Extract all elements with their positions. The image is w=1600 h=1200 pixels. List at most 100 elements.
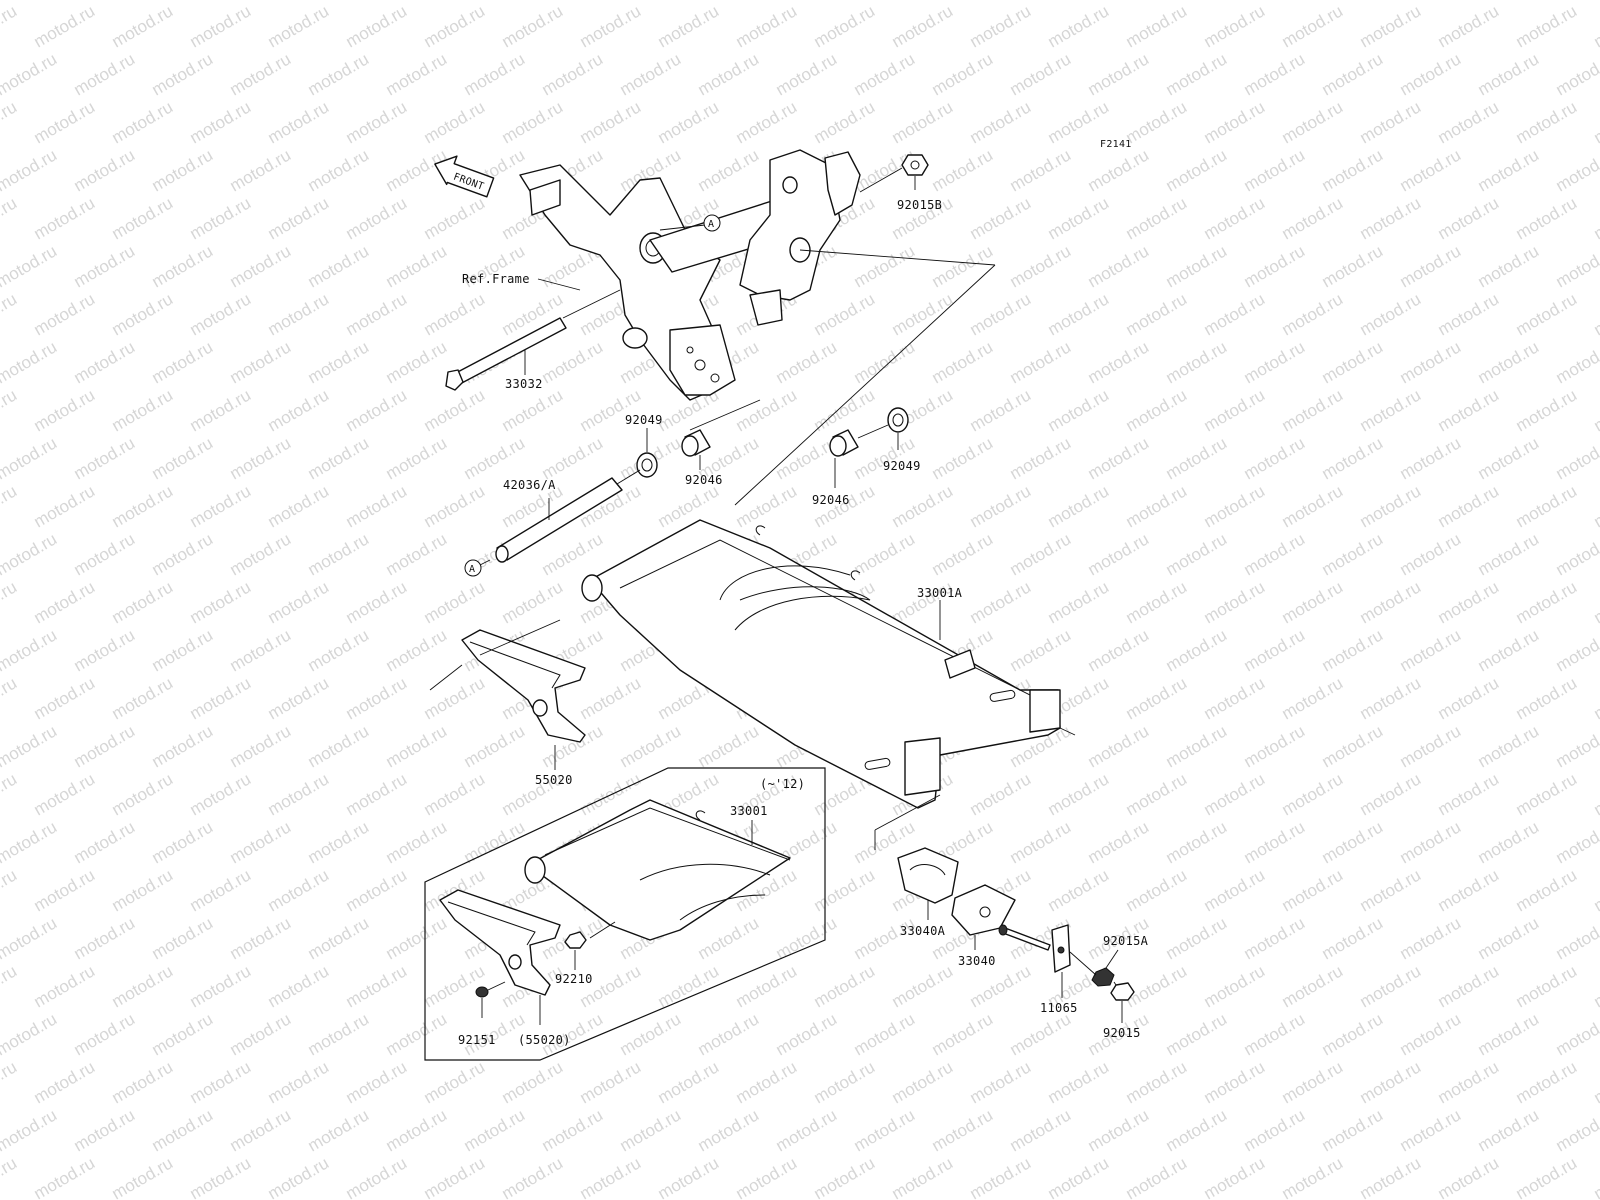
watermark-text: motod.ru [1513,577,1581,627]
label-33040: 33040 [958,954,996,968]
watermark-text: motod.ru [149,817,217,867]
watermark-text: motod.ru [1591,193,1600,243]
watermark-text: motod.ru [577,1,645,51]
watermark-text: motod.ru [499,1057,567,1107]
watermark-text: motod.ru [1123,1057,1191,1107]
watermark-text: motod.ru [1591,97,1600,147]
inset-chain-guard-hole [508,954,522,970]
watermark-text: motod.ru [1513,289,1581,339]
watermark-text: motod.ru [1241,913,1309,963]
nut-92210-guide [589,921,616,939]
watermark-text: motod.ru [421,577,489,627]
watermark-text: motod.ru [1045,193,1113,243]
watermark-text: motod.ru [617,721,685,771]
watermark-text: motod.ru [1201,769,1269,819]
watermark-text: motod.ru [1435,1,1503,51]
callout-a-upper-leader [659,224,706,231]
watermark-text: motod.ru [1123,961,1191,1011]
watermark-text: motod.ru [343,1153,411,1200]
watermark-text: motod.ru [383,1105,451,1155]
part-92049-right-seal [857,407,909,450]
swingarm-brace-arc [734,586,871,631]
watermark-text: motod.ru [1591,577,1600,627]
inset-brace-arc-2 [679,894,766,921]
watermark-text: motod.ru [0,1,20,51]
watermark-text: motod.ru [773,913,841,963]
watermark-text: motod.ru [265,97,333,147]
collar-left-face [681,435,699,457]
watermark-text: motod.ru [343,289,411,339]
swingarm-clip-mid [850,570,861,581]
watermark-text: motod.ru [1241,241,1309,291]
watermark-text: motod.ru [421,289,489,339]
watermark-text: motod.ru [71,433,139,483]
watermark-text: motod.ru [1397,529,1465,579]
watermark-text: motod.ru [1123,865,1191,915]
watermark-text: motod.ru [1591,1,1600,51]
watermark-text: motod.ru [1085,817,1153,867]
watermark-text: motod.ru [773,0,841,3]
watermark-text: motod.ru [1591,865,1600,915]
watermark-text: motod.ru [967,97,1035,147]
watermark-text: motod.ru [149,529,217,579]
watermark-text: motod.ru [1163,241,1231,291]
watermark-text: motod.ru [1357,385,1425,435]
pivot-shaft-head [445,369,464,391]
watermark-text: motod.ru [343,193,411,243]
watermark-text: motod.ru [1007,529,1075,579]
plate-hole-3 [686,346,694,354]
watermark-text: motod.ru [343,961,411,1011]
watermark-text: motod.ru [0,865,20,915]
watermark-text: motod.ru [109,289,177,339]
swingarm-right-end [1029,689,1061,733]
watermark-text: motod.ru [149,241,217,291]
label-42036a: 42036/A [503,478,556,492]
watermark-text: motod.ru [1475,529,1543,579]
watermark-text: motod.ru [31,193,99,243]
frame-footrest-plate [669,324,736,396]
watermark-text: motod.ru [1201,1153,1269,1200]
watermark-text: motod.ru [1279,289,1347,339]
watermark-text: motod.ru [149,145,217,195]
watermark-text: motod.ru [1163,1105,1231,1155]
watermark-text: motod.ru [1397,625,1465,675]
nut-92015b-hole [910,160,920,170]
watermark-text: motod.ru [0,97,20,147]
watermark-text: motod.ru [343,1,411,51]
watermark-text: motod.ru [0,481,20,531]
watermark-text: motod.ru [1435,97,1503,147]
watermark-text: motod.ru [851,529,919,579]
part-33040a-block [897,847,959,920]
watermark-text: motod.ru [383,1009,451,1059]
watermark-text: motod.ru [0,721,60,771]
watermark-text: motod.ru [929,1009,997,1059]
watermark-text: motod.ru [187,865,255,915]
watermark-text: motod.ru [305,817,373,867]
label-92046-right: 92046 [812,493,850,507]
watermark-text: motod.ru [1163,337,1231,387]
watermark-text: motod.ru [1241,337,1309,387]
watermark-text: motod.ru [1513,193,1581,243]
watermark-text: motod.ru [1435,385,1503,435]
watermark-text: motod.ru [227,241,295,291]
watermark-text: motod.ru [31,1153,99,1200]
watermark-text: motod.ru [1045,385,1113,435]
axle-slot-left [864,757,891,770]
watermark-text: motod.ru [1279,865,1347,915]
callout-a-upper-text: A [708,219,714,230]
watermark-text: motod.ru [1123,769,1191,819]
label-92046-left: 92046 [685,473,723,487]
watermark-text: motod.ru [889,961,957,1011]
watermark-text: motod.ru [265,385,333,435]
watermark-text: motod.ru [499,1153,567,1200]
watermark-text: motod.ru [227,817,295,867]
watermark-text: motod.ru [1475,337,1543,387]
watermark-text: motod.ru [1513,673,1581,723]
swingarm-bracket [944,649,976,679]
nut-92015a-guide [1069,951,1097,976]
label-92015: 92015 [1103,1026,1141,1040]
label-92049-left: 92049 [625,413,663,427]
watermark-text: motod.ru [305,0,373,3]
watermark-text: motod.ru [1163,913,1231,963]
watermark-text: motod.ru [343,385,411,435]
